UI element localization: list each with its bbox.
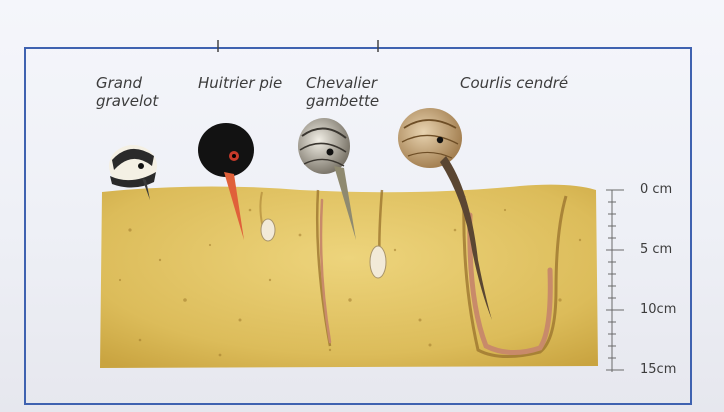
label-huitrier-pie-line1: Huitrier pie [198, 74, 282, 92]
label-grand-gravelot-line1: Grand [96, 74, 158, 92]
label-courlis-cendre-line1: Courlis cendré [460, 74, 568, 92]
shell-large [370, 246, 386, 278]
shell-small [261, 219, 275, 241]
scale-label-10: 10cm [640, 302, 676, 317]
scale-label-0: 0 cm [640, 182, 672, 197]
label-grand-gravelot-line2: gravelot [96, 92, 158, 110]
label-chevalier-gambette-line2: gambette [306, 92, 379, 110]
label-courlis-cendre: Courlis cendré [460, 74, 568, 92]
label-huitrier-pie: Huitrier pie [198, 74, 282, 92]
label-chevalier-gambette-line1: Chevalier [306, 74, 379, 92]
label-chevalier-gambette: Chevalier gambette [306, 74, 379, 110]
depth-scale [606, 190, 624, 372]
scale-label-15: 15cm [640, 362, 676, 377]
label-grand-gravelot: Grand gravelot [96, 74, 158, 110]
scale-label-5: 5 cm [640, 242, 672, 257]
